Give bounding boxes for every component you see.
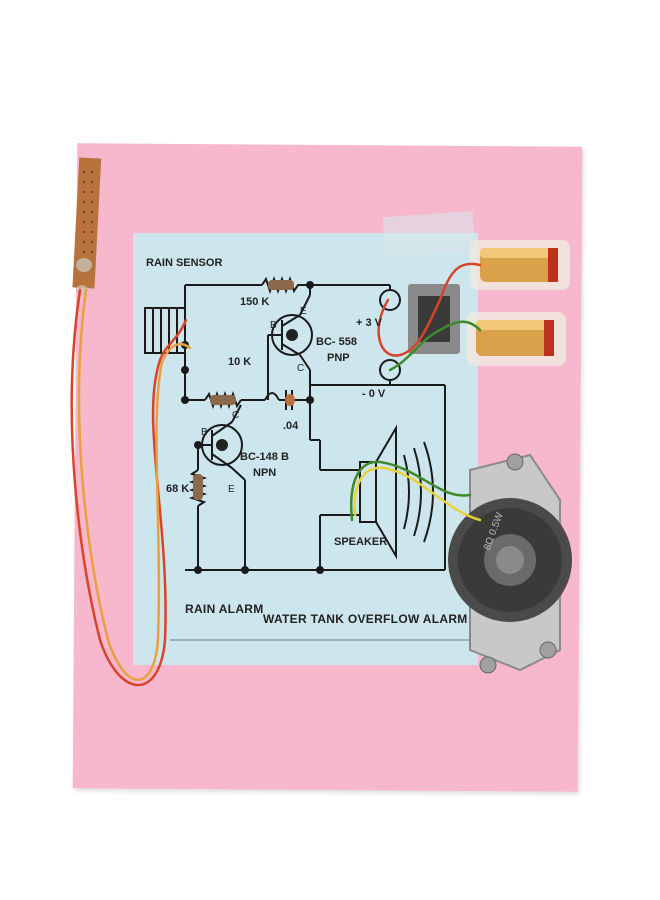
orange-sensor-wire [77,288,192,681]
battery-bottom [466,312,566,366]
label-pnp-type: PNP [327,352,350,364]
capacitor-body [285,394,295,406]
label-10k: 10 K [228,356,252,368]
green-speaker-wire [350,460,472,522]
red-sensor-wire [70,288,188,686]
pin-c-npn: C [232,410,240,421]
pin-e-pnp: E [300,306,307,317]
pin-b-npn: B [201,427,208,438]
label-rain-sensor: RAIN SENSOR [146,257,223,269]
label-npn-type: NPN [253,467,277,479]
label-plus-3v: + 3 V [356,317,382,329]
label-speaker: SPEAKER [334,536,388,548]
label-150k: 150 K [240,296,270,308]
green-battery-wire [388,320,482,372]
title-rain-alarm: RAIN ALARM [185,602,264,616]
label-pnp-name: BC- 558 [316,336,357,348]
battery-top [470,240,570,290]
pin-e-npn: E [228,484,235,495]
speaker-unit [448,453,572,674]
label-68k: 68 K [166,483,190,495]
yellow-speaker-wire [353,466,482,522]
red-battery-wire [377,262,482,357]
resistor-150k-body [268,280,294,290]
label-cap: .04 [283,420,299,432]
npn-transistor-body [216,439,228,451]
title-water-tank-alarm: WATER TANK OVERFLOW ALARM [263,612,468,626]
label-npn-name: BC-148 B [240,451,289,463]
pnp-transistor-body [286,329,298,341]
resistor-10k-body [210,395,236,405]
label-zero-v: - 0 V [362,388,386,400]
pin-b-pnp: B [270,320,277,331]
resistor-68k-body [193,474,203,500]
pin-c-pnp: C [297,363,305,374]
